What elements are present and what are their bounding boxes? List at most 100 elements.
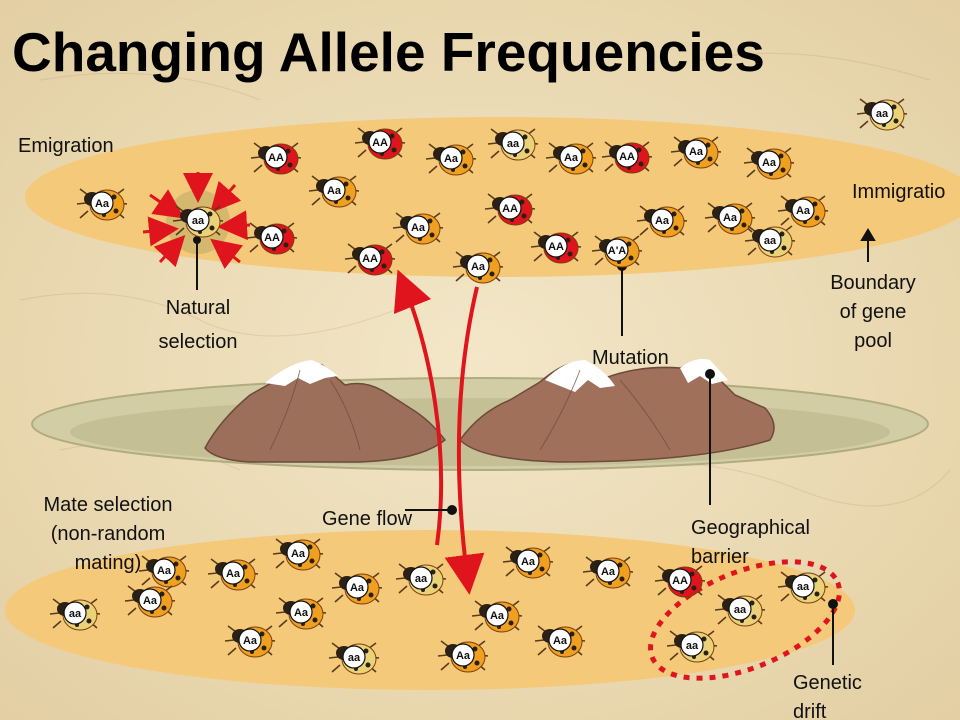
genotype-tag [289,600,313,624]
genotype-label: AA [502,203,518,215]
genotype-label: Aa [601,566,616,578]
genotype-tag [615,144,639,168]
genotype-label: AA [362,253,378,265]
beetle-27: Aa [331,572,383,605]
genotype-label: aa [507,138,520,150]
boundary-label-line2: of gene [839,301,907,323]
mountain-barrier [31,359,929,471]
beetle-40: aa [777,571,829,604]
genotype-label: AA [672,575,688,587]
genotype-label: A'A [608,245,627,257]
beetle-0: aa [856,98,908,131]
mate-selection-label-line3: mating) [74,552,142,574]
gene-flow-arrow-up [393,269,444,546]
beetle-32: Aa [471,600,523,633]
beetle-24: Aa [138,555,190,588]
genotype-tag [668,568,692,592]
beetle-34: Aa [437,640,489,673]
genotype-label: Aa [564,152,579,164]
beetle-31: aa [328,642,380,675]
genotype-label: Aa [521,556,536,568]
genotype-tag [870,101,894,125]
genotype-label: Aa [490,610,505,622]
beetle-12: Aa [545,142,597,175]
genotype-tag [90,191,114,215]
genotype-label: Aa [291,548,306,560]
selection-arrow-icon [210,180,242,214]
genotype-tag [516,549,540,573]
genotype-tag [63,601,87,625]
genotype-label: Aa [143,595,158,607]
genotype-tag [650,208,674,232]
genotype-label: Aa [723,212,738,224]
beetle-28: Aa [275,597,327,630]
beetle-10: Aa [392,212,444,245]
genotype-tag [757,150,781,174]
genotype-tag [322,178,346,202]
mountain-snowcap-icon [265,360,338,386]
genotype-tag [718,205,742,229]
genotype-label: Aa [243,635,258,647]
genotype-tag [544,234,568,258]
genotype-label: Aa [762,157,777,169]
genotype-label: Aa [327,185,342,197]
selection-arrow-icon [153,235,186,268]
natural-selection-label-line2: selection [158,331,238,353]
genotype-tag [221,561,245,585]
mate-selection-label-line1: Mate selection [43,494,173,516]
genotype-tag [548,628,572,652]
selection-arrow-icon [142,216,179,247]
beetle-7: AA [344,243,396,276]
genotype-label: Aa [157,565,172,577]
beetle-14: AA [601,141,653,174]
genotype-tag [406,215,430,239]
immigration-label: Immigratio [852,181,946,203]
beetle-8: Aa [425,143,477,176]
mountain-icon [204,363,447,463]
emigration-label: Emigration [18,135,114,157]
genotype-label: Aa [350,582,365,594]
beetle-35: Aa [124,585,176,618]
genotype-tag [286,541,310,565]
genetic-drift-label-line1: Genetic [793,672,862,694]
beetle-39: aa [714,594,766,627]
genotype-tag [680,633,704,657]
beetle-16: A'A [591,235,643,268]
natural-selection-label-line1: Natural [165,297,231,319]
genotype-tag [596,559,620,583]
genotype-label: Aa [553,635,568,647]
beetle-41: aa [666,630,718,663]
beetle-25: aa [49,598,101,631]
beetle-2: aa [172,205,224,238]
genotype-tag [439,146,463,170]
gene-flow-label: Gene flow [322,508,413,530]
genotype-label: aa [348,652,361,664]
beetle-4: AA [354,127,406,160]
beetle-37: Aa [534,625,586,658]
page-title: Changing Allele Frequencies [12,21,765,83]
beetle-21: Aa [452,251,504,284]
genotype-label: aa [415,573,428,585]
gene-flow-arrow-down [444,286,485,595]
genotype-tag [498,196,522,220]
genotype-tag [409,566,433,590]
beetle-17: Aa [743,147,795,180]
genotype-tag [368,130,392,154]
boundary-label-line3: pool [854,330,892,352]
genotype-tag [684,139,708,163]
beetle-22: Aa [272,538,324,571]
genotype-tag [605,238,629,262]
genotype-label: Aa [689,146,704,158]
genotype-label: AA [372,137,388,149]
genotype-tag [186,208,210,232]
genotype-label: Aa [294,607,309,619]
genotype-label: Aa [471,261,486,273]
genotype-label: Aa [95,198,110,210]
mountain-snowcap-icon [680,359,728,384]
selection-arrow-icon [210,238,244,270]
genotype-tag [501,131,525,155]
geographical-barrier-label-line2: barrier [691,546,749,568]
beetle-6: Aa [308,175,360,208]
